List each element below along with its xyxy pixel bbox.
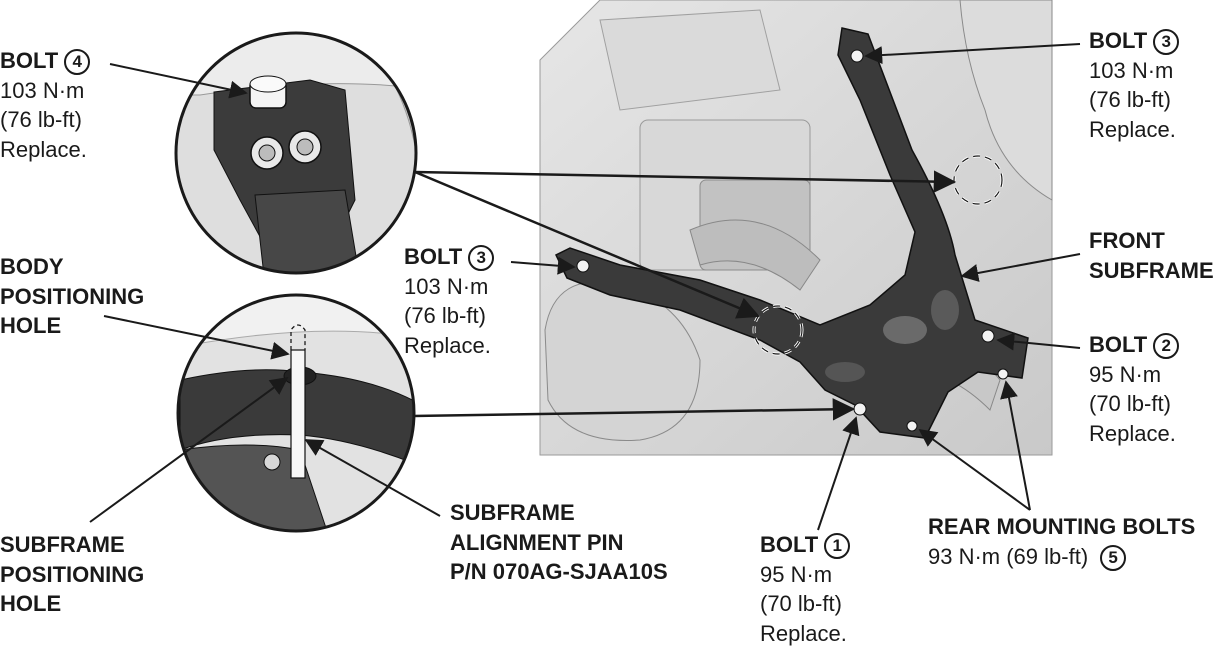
detail-view-alignment-pin (176, 293, 416, 533)
body-hole-line3: HOLE (0, 313, 62, 338)
rear-bolts-torque: 93 N·m (69 lb-ft) (928, 543, 1089, 569)
bolt3-top-title: BOLT (1089, 28, 1148, 53)
leader-body-hole (103, 315, 290, 360)
subframe-hole-line3: HOLE (0, 591, 62, 616)
bolt4-note: Replace. (0, 136, 87, 162)
bolt2-torque: 95 N·m (1089, 361, 1162, 387)
bolt4-title: BOLT (0, 48, 59, 73)
bolt3-top-note: Replace. (1089, 116, 1176, 142)
alignment-pin-line1: SUBFRAME (450, 500, 575, 525)
rear-bolt-head-b (997, 368, 1009, 380)
leader-subframe-hole (89, 376, 289, 523)
connector-bolt4-upper (414, 170, 957, 193)
bolt1-note: Replace. (760, 620, 847, 646)
detail-view-bolt4 (174, 31, 418, 275)
label-body-positioning-hole: BODY POSITIONING HOLE (0, 252, 144, 341)
alignment-pin-line2: ALIGNMENT PIN (450, 529, 624, 555)
leader-bolt3-top (864, 43, 1081, 65)
bolt1-head (853, 402, 867, 416)
bolt1-torque: 95 N·m (760, 561, 833, 587)
leader-alignment-pin (304, 439, 441, 517)
bolt1-number: 1 (824, 533, 851, 559)
bolt3-mid-imperial: (76 lb-ft) (404, 303, 486, 328)
bolt4-number: 4 (64, 49, 91, 75)
bolt2-note: Replace. (1089, 420, 1176, 446)
subframe-hole-line1: SUBFRAME (0, 532, 125, 557)
bolt1-title: BOLT (760, 532, 819, 557)
leader-bolt4 (109, 63, 248, 99)
detail-highlight-lower-inner (753, 305, 803, 355)
bolt3-mid-torque: 103 N·m (404, 273, 489, 299)
bolt2-number: 2 (1153, 333, 1180, 359)
connector-pin-bolt1 (412, 398, 856, 421)
bolt2-head (981, 329, 995, 343)
leader-rear-a (918, 428, 1031, 511)
label-subframe-positioning-hole: SUBFRAME POSITIONING HOLE (0, 530, 144, 619)
label-alignment-pin: SUBFRAME ALIGNMENT PIN P/N 070AG-SJAA10S (450, 498, 668, 587)
alignment-pin-line3: P/N 070AG-SJAA10S (450, 559, 668, 584)
leader-rear-b (1000, 380, 1031, 511)
front-subframe-line2: SUBFRAME (1089, 257, 1214, 283)
bolt3-mid-note: Replace. (404, 332, 491, 358)
subframe-hole-line2: POSITIONING (0, 561, 145, 587)
connector-bolt4-lower (414, 170, 761, 319)
engine-bay-illustration (539, 0, 1053, 456)
bolt4-imperial: (76 lb-ft) (0, 107, 82, 132)
bolt2-imperial: (70 lb-ft) (1089, 391, 1171, 416)
bolt3-mid-head (576, 259, 590, 273)
rear-bolts-number: 5 (1100, 544, 1127, 571)
bolt2-title: BOLT (1089, 332, 1148, 357)
front-subframe-line1: FRONT (1089, 228, 1165, 253)
bolt3-top-head (850, 49, 864, 63)
bolt3-mid-title: BOLT (404, 244, 463, 269)
leader-front-subframe (960, 253, 1081, 282)
bolt3-top-number: 3 (1153, 29, 1180, 55)
leader-bolt2 (996, 332, 1081, 351)
rear-bolt-head-a (906, 420, 918, 432)
bolt4-torque: 103 N·m (0, 77, 85, 103)
bolt3-top-torque: 103 N·m (1089, 57, 1174, 83)
leader-bolt1 (817, 416, 860, 531)
body-hole-line2: POSITIONING (0, 283, 145, 309)
rear-bolts-title: REAR MOUNTING BOLTS (928, 514, 1196, 539)
leader-bolt3-mid (510, 256, 576, 275)
bolt1-imperial: (70 lb-ft) (760, 591, 842, 616)
bolt3-mid-number: 3 (468, 245, 495, 271)
body-hole-line1: BODY (0, 254, 64, 279)
label-rear-mounting-bolts: REAR MOUNTING BOLTS 93 N·m (69 lb-ft) 5 (928, 512, 1195, 571)
leader-lines (89, 43, 1081, 531)
bolt3-top-imperial: (76 lb-ft) (1089, 87, 1171, 112)
detail-connector-lines (412, 170, 957, 421)
label-front-subframe: FRONT SUBFRAME (1089, 226, 1214, 285)
